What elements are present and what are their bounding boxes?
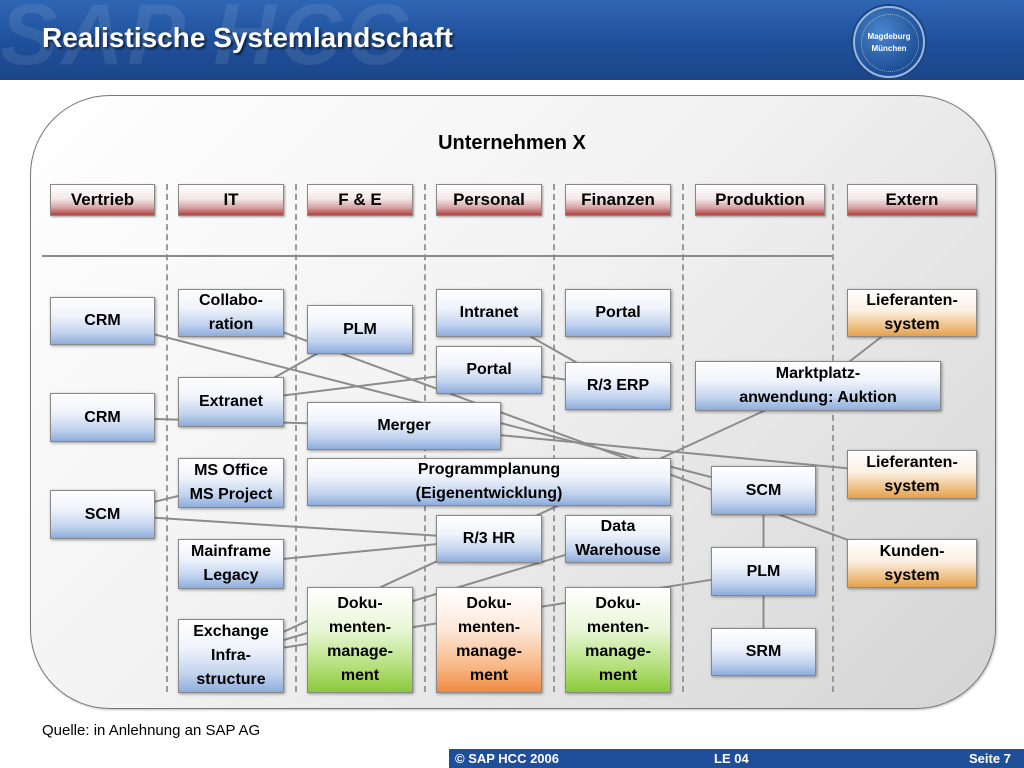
system-srm: SRM [711, 628, 816, 676]
footer-copyright: © SAP HCC 2006 [455, 751, 559, 766]
department-finanzen: Finanzen [565, 184, 671, 216]
department-personal: Personal [436, 184, 542, 216]
system-ms-office: MS Office MS Project [178, 458, 284, 508]
company-title: Unternehmen X [438, 132, 586, 154]
system-plm: PLM [711, 547, 816, 596]
source-note: Quelle: in Anlehnung an SAP AG [42, 722, 261, 739]
system-marktplatz: Marktplatz- anwendung: Auktion [695, 361, 941, 411]
logo-ring [861, 14, 919, 72]
link-exchange-datawh [230, 538, 619, 657]
department-divider [682, 184, 684, 692]
system-scm: SCM [50, 490, 155, 539]
department-divider [295, 184, 297, 692]
logo-text-muenchen: München [871, 44, 907, 53]
system-crm: CRM [50, 297, 155, 345]
system-mainframe-legacy: Mainframe Legacy [178, 539, 284, 589]
system-portal: Portal [436, 346, 542, 394]
department-it: IT [178, 184, 284, 216]
slide-title: Realistische Systemlandschaft [42, 22, 453, 53]
department-fe: F & E [307, 184, 413, 216]
department-extern: Extern [847, 184, 977, 216]
department-vertrieb: Vertrieb [50, 184, 155, 216]
system-dokumentenmanagement: Doku- menten- manage- ment [307, 587, 413, 693]
system-intranet: Intranet [436, 289, 542, 337]
footer-page-number: Seite 7 [969, 751, 1011, 766]
system-r3-hr: R/3 HR [436, 515, 542, 563]
system-extranet: Extranet [178, 377, 284, 427]
system-lieferantensystem: Lieferanten- system [847, 289, 977, 337]
department-divider [553, 184, 555, 692]
footer-lecture: LE 04 [714, 751, 749, 766]
system-exchange: Exchange Infra- structure [178, 619, 284, 693]
logo-text-magdeburg: Magdeburg [867, 32, 911, 41]
system-programmplanung: Programmplanung (Eigenentwicklung) [307, 458, 671, 506]
link-collaboration-kunden [230, 312, 913, 565]
system-dokumentenmanagement: Doku- menten- manage- ment [565, 587, 671, 693]
system-crm: CRM [50, 393, 155, 442]
system-data-warehouse: Data Warehouse [565, 515, 671, 563]
link-scm_left-r3hr [102, 513, 490, 540]
department-produktion: Produktion [695, 184, 825, 216]
department-divider [832, 184, 834, 692]
system-r3-erp: R/3 ERP [565, 362, 671, 410]
header-bar: SAP HCC Realistische Systemlandschaft Ma… [0, 0, 1024, 80]
header-separator [42, 255, 832, 257]
system-lieferantensystem: Lieferanten- system [847, 450, 977, 499]
system-scm: SCM [711, 466, 816, 515]
system-kundensystem: Kunden- system [847, 539, 977, 588]
system-plm: PLM [307, 305, 413, 354]
system-collaboration: Collabo- ration [178, 289, 284, 337]
system-dokumentenmanagement: Doku- menten- manage- ment [436, 587, 542, 693]
watermark-logo: SAP HCC [0, 0, 412, 80]
university-logo: Magdeburg München [853, 6, 925, 78]
footer-bar: © SAP HCC 2006 LE 04 Seite 7 [449, 749, 1024, 768]
department-divider [166, 184, 168, 692]
system-merger: Merger [307, 402, 501, 450]
system-portal: Portal [565, 289, 671, 337]
